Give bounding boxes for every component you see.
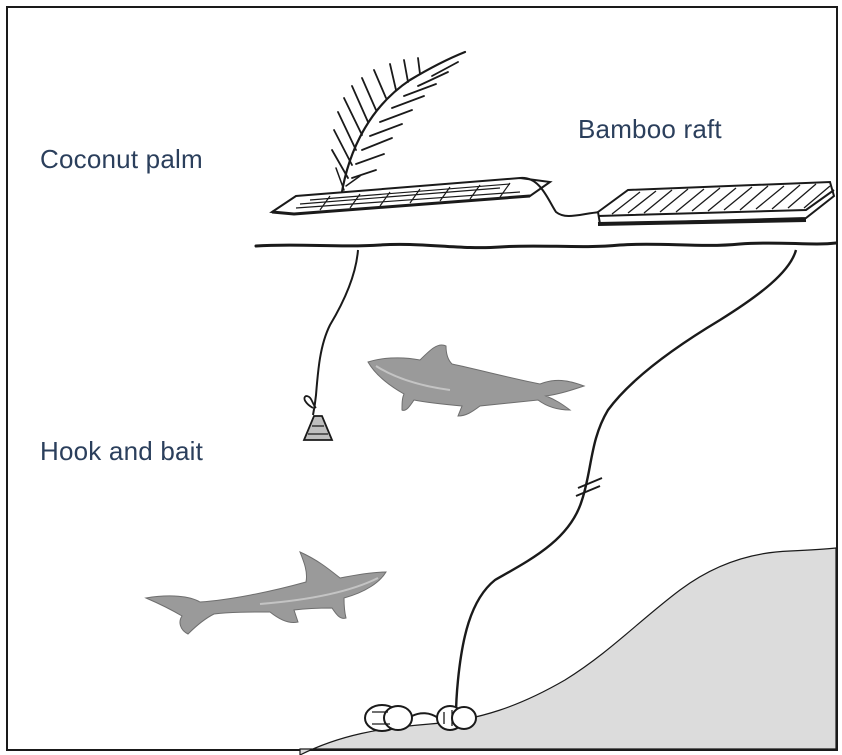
water-surface-line [256,243,836,248]
line-break-mark [576,478,602,496]
label-bamboo-raft: Bamboo raft [578,114,722,145]
palm-raft-platform [272,178,550,214]
bamboo-raft-icon [598,182,834,224]
hook-icon [304,396,332,440]
hook-line [313,250,358,415]
shark-icon [146,552,386,634]
label-coconut-palm: Coconut palm [40,144,203,175]
label-hook-and-bait: Hook and bait [40,436,203,467]
coconut-palm-icon [332,52,465,206]
shark-icon [368,345,584,416]
